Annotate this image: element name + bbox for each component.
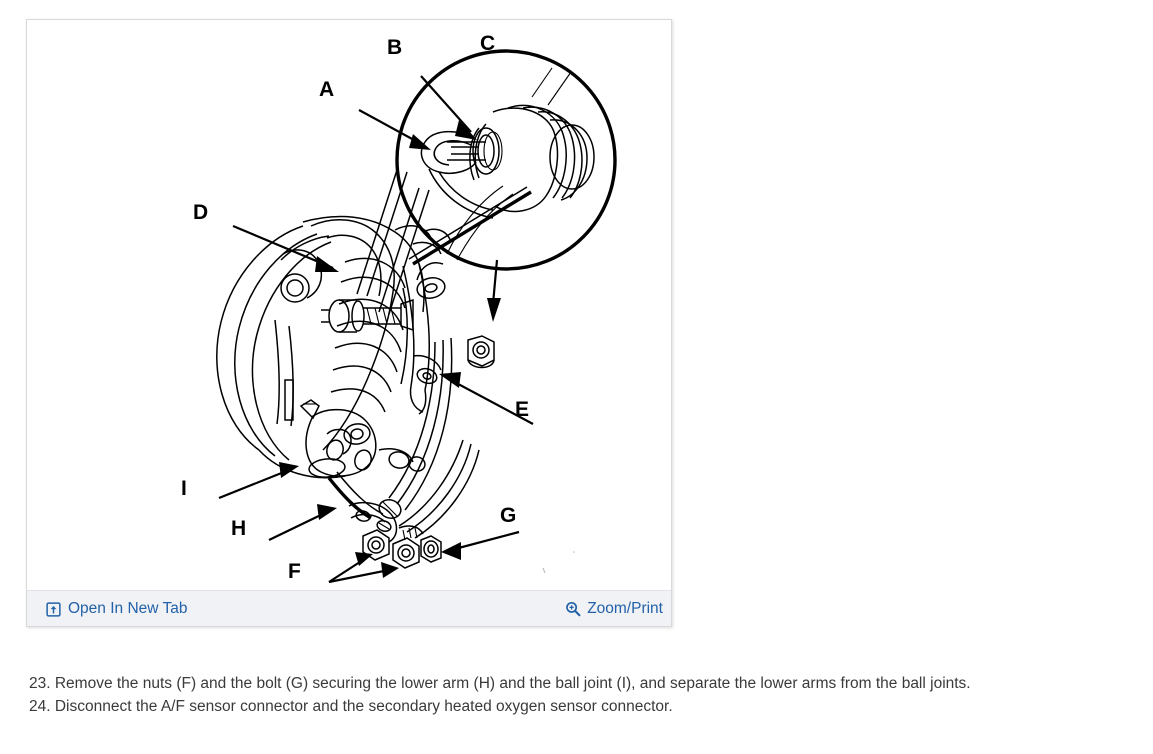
callout-label-G: G [500,504,516,527]
open-in-new-tab-label: Open In New Tab [68,600,188,618]
open-in-new-tab-button[interactable]: Open In New Tab [45,591,187,627]
detail-shaft [420,127,503,219]
callout-label-I: I [181,477,187,500]
leader-B [420,75,472,133]
figure-toolbar: Open In New Tab Zoom/Print [27,590,671,626]
damper-fork [356,169,452,315]
leader-F1 [328,559,364,583]
callout-letters: A B C D E F G H I [181,32,529,583]
callout-label-E: E [515,398,529,421]
fork-lower-arm [402,263,442,415]
fastener-cluster [362,525,442,569]
fork-upper-eye [416,262,446,299]
suspension-diagram: A B C D E F G H I [181,32,617,584]
detail-circle [395,49,617,271]
magnifier-plus-icon [564,601,581,618]
callout-leaders [218,75,534,584]
leader-E [446,377,534,425]
leader-H [268,511,328,541]
brake-hoses [388,337,480,539]
callout-label-C: C [480,32,495,55]
open-in-new-tab-icon [45,601,62,618]
ball-joint [284,379,426,478]
detail-leader-arrow [487,298,501,322]
flange-nut [467,335,495,369]
detail-circle-group [395,49,617,322]
zoom-print-button[interactable]: Zoom/Print [564,591,663,627]
detail-leader-line [491,259,499,305]
callout-label-F: F [288,560,301,583]
callout-label-H: H [231,517,246,540]
scan-artifacts [542,551,575,574]
leader-F2 [328,568,390,584]
zoom-print-label: Zoom/Print [587,600,663,618]
callout-label-D: D [193,201,208,224]
detail-rod [408,67,572,266]
step-line-24: 24. Disconnect the A/F sensor connector … [29,698,673,715]
leader-I [218,468,290,500]
callout-label-A: A [319,78,334,101]
figure-panel: A B C D E F G H I [26,19,672,627]
knuckle-details [274,249,323,427]
figure-image[interactable]: A B C D E F G H I [27,20,671,591]
damper-coils [330,257,408,413]
lower-arm [327,471,402,543]
step-line-23: 23. Remove the nuts (F) and the bolt (G)… [29,675,971,692]
knuckle-assembly [216,169,495,569]
procedure-steps: 23. Remove the nuts (F) and the bolt (G)… [29,672,1129,718]
pinch-bolt [321,298,414,333]
leader-D [232,224,334,270]
leader-G [450,530,520,552]
detail-boot [469,104,595,213]
callout-label-B: B [387,36,402,59]
